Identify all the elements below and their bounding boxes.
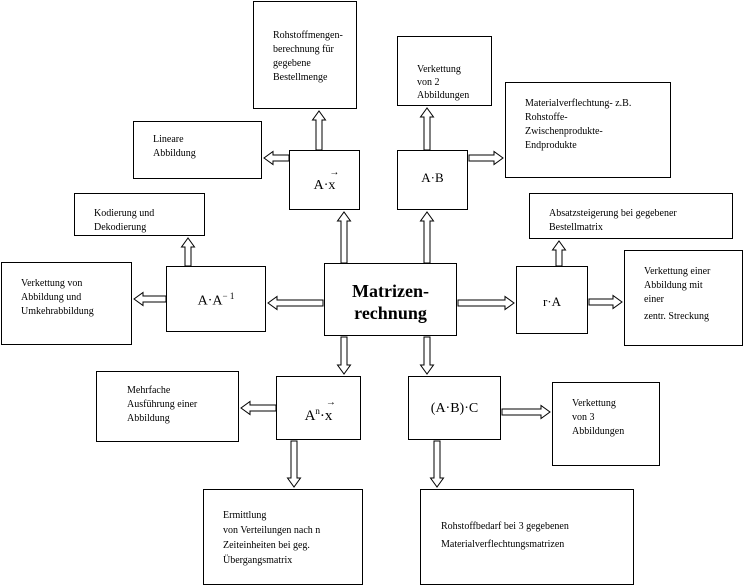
- box-line: einer: [644, 294, 664, 305]
- box-line: Verkettung einer: [644, 266, 711, 277]
- box-umkehrabbildung: Verkettung von Abbildung und Umkehrabbil…: [1, 262, 132, 345]
- op-ab-c: (A·B)·C: [408, 376, 501, 440]
- box-line: Zeiteinheiten bei geg.: [223, 540, 310, 551]
- arrow-ax-to-rohstoffmengen: [311, 110, 327, 151]
- arrow-center-to-ax: [336, 211, 352, 264]
- box-line: Verkettung von: [21, 278, 83, 289]
- box-line: Abbildungen: [417, 90, 470, 101]
- op-a-n-x: An·x: [276, 376, 361, 440]
- box-line: Bestellmatrix: [549, 222, 603, 233]
- box-line: von 2: [417, 77, 440, 88]
- box-verkettung-3: Verkettung von 3 Abbildungen: [552, 382, 660, 466]
- arrow-abc-to-verkettung3: [501, 404, 551, 420]
- arrow-abc-to-rohstoffbedarf: [429, 440, 445, 488]
- box-line: Verkettung: [572, 398, 616, 409]
- arrow-ab-to-verkettung2: [419, 107, 435, 151]
- vector-arrow-x: x: [325, 397, 335, 425]
- op-a-x-pre: A·: [313, 178, 329, 193]
- box-line: Ermittlung: [223, 510, 267, 521]
- box-kodierung: Kodierung und Dekodierung: [74, 193, 205, 236]
- center-line-1: Matrizen-: [352, 281, 429, 301]
- box-line: Abbildung und: [21, 292, 82, 303]
- arrow-anx-to-ermittlung: [286, 440, 302, 488]
- box-line: Umkehrabbildung: [21, 306, 94, 317]
- box-line: berechnung für: [273, 44, 334, 55]
- box-line: Bestellmenge: [273, 72, 328, 83]
- op-a-ainv-exp: − 1: [222, 291, 235, 301]
- box-zentrische-streckung: Verkettung einer Abbildung mit einer zen…: [624, 250, 743, 346]
- op-a-ainv: A·A− 1: [166, 266, 266, 332]
- box-line: Abbildungen: [572, 426, 625, 437]
- box-line: Ausführung einer: [127, 399, 198, 410]
- box-rohstoffmengen: Rohstoffmengen- berechnung für gegebene …: [253, 1, 357, 109]
- box-line: Materialverflechtungsmatrizen: [441, 539, 565, 550]
- box-line: Zwischenprodukte-: [525, 126, 603, 137]
- arrow-ab-to-material: [468, 150, 504, 166]
- arrow-center-to-ab: [419, 211, 435, 264]
- arrow-center-to-anx: [336, 336, 352, 375]
- box-line: Materialverflechtung- z.B.: [525, 98, 632, 109]
- box-absatzsteigerung: Absatzsteigerung bei gegebener Bestellma…: [529, 193, 733, 239]
- box-line: Rohstoffbedarf bei 3 gegebenen: [441, 521, 569, 532]
- op-a-n-x-base: A: [304, 408, 316, 424]
- box-ermittlung: Ermittlung von Verteilungen nach n Zeite…: [203, 489, 363, 585]
- box-line: Abbildung: [127, 413, 170, 424]
- box-verkettung-2: Verkettung von 2 Abbildungen: [397, 36, 492, 106]
- op-a-x: A·x: [289, 150, 360, 210]
- box-line: Mehrfache: [127, 385, 171, 396]
- box-line: von 3: [572, 412, 595, 423]
- op-a-n-x-dot: ·: [319, 408, 325, 424]
- box-line: Rohstoffmengen-: [273, 30, 343, 41]
- box-rohstoffbedarf: Rohstoffbedarf bei 3 gegebenen Materialv…: [420, 489, 634, 585]
- box-line: Abbildung: [153, 148, 196, 159]
- box-line: von Verteilungen nach n: [223, 525, 321, 536]
- op-a-b-label: A·B: [421, 170, 444, 185]
- center-matrizenrechnung: Matrizen- rechnung: [324, 263, 457, 336]
- box-line: Rohstoffe-: [525, 112, 568, 123]
- op-r-a-label: r·A: [542, 294, 562, 309]
- op-a-b: A·B: [397, 150, 468, 210]
- op-a-ainv-base: A·A: [197, 293, 223, 309]
- op-r-a: r·A: [516, 266, 588, 334]
- op-ab-c-label: (A·B)·C: [430, 401, 479, 416]
- box-mehrfache-ausfuehrung: Mehrfache Ausführung einer Abbildung: [96, 371, 239, 442]
- box-line: Abbildung mit: [644, 280, 703, 291]
- box-line: Übergangsmatrix: [223, 555, 293, 566]
- box-materialverflechtung: Materialverflechtung- z.B. Rohstoffe- Zw…: [505, 82, 671, 178]
- arrow-ax-to-linear: [263, 150, 290, 166]
- box-line: Lineare: [153, 134, 184, 145]
- op-a-n-x-exp: n: [315, 406, 320, 416]
- box-lineare-abbildung: Lineare Abbildung: [133, 121, 262, 179]
- vector-arrow-x: x: [328, 167, 339, 194]
- box-line: Dekodierung: [94, 222, 147, 233]
- box-line: Verkettung: [417, 64, 461, 75]
- arrow-ainv-to-kodierung: [180, 237, 196, 267]
- arrow-center-to-ainv: [267, 295, 324, 311]
- box-line: Endprodukte: [525, 140, 577, 151]
- box-line: Kodierung und: [94, 208, 155, 219]
- arrow-ra-to-streckung: [588, 294, 623, 310]
- center-line-2: rechnung: [354, 303, 427, 323]
- arrow-ainv-to-umkehr: [133, 291, 167, 307]
- arrow-center-to-ra: [457, 295, 515, 311]
- arrow-center-to-abc: [419, 336, 435, 375]
- arrow-ra-to-absatz: [551, 240, 567, 267]
- arrow-anx-to-mehrfach: [240, 400, 277, 416]
- box-line: Absatzsteigerung bei gegebener: [549, 208, 677, 219]
- box-line: zentr. Streckung: [644, 311, 709, 322]
- box-line: gegebene: [273, 58, 311, 69]
